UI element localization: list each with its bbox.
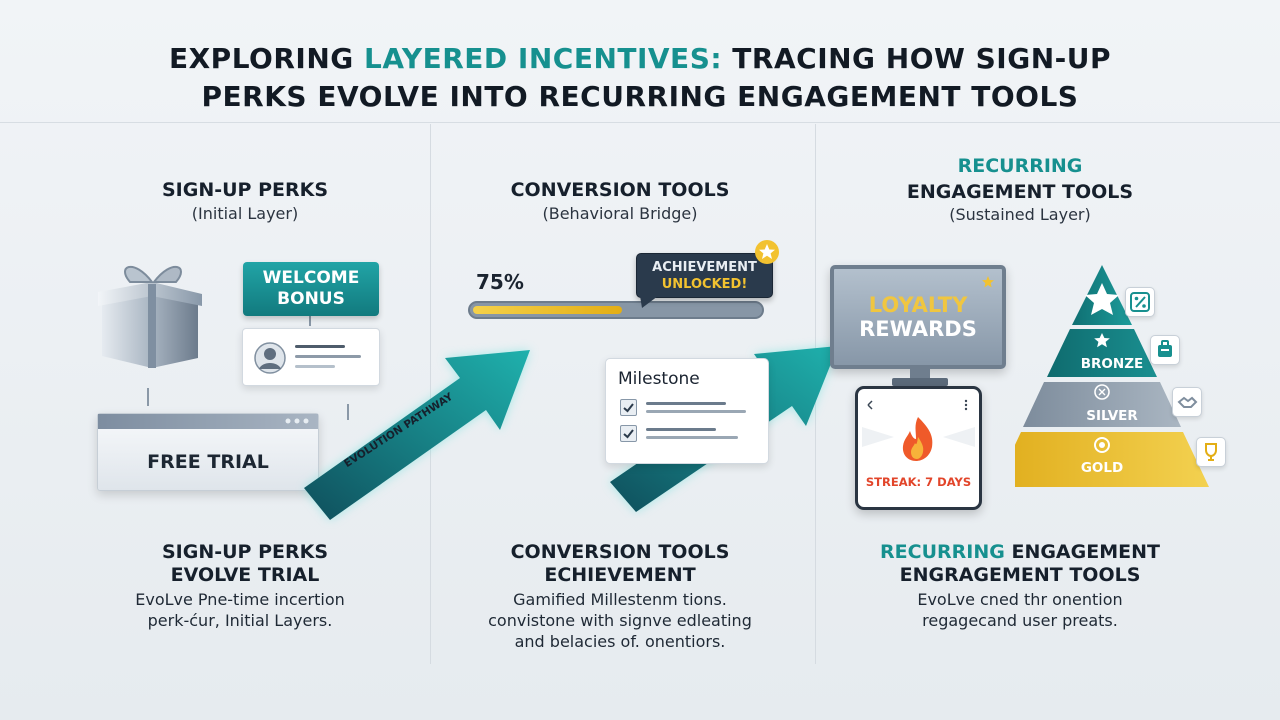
tier-bronze — [1047, 329, 1157, 377]
milestone-line — [646, 410, 746, 413]
loyalty-rewards-screen: LOYALTY REWARDS — [830, 265, 1006, 369]
connector-lines — [147, 316, 349, 420]
conversion-desc-line-2: convistone with signve edleating — [488, 611, 752, 630]
welcome-bonus-badge: WELCOME BONUS — [243, 262, 379, 316]
conversion-desc-line-3: and belacies of. onentiors. — [514, 632, 726, 651]
free-trial-window: FREE TRIAL — [97, 413, 319, 491]
signup-desc-accent: EVOLVE TRIAL — [170, 564, 320, 586]
flame-icon — [902, 417, 933, 461]
tier-gold-label: GOLD — [1080, 460, 1124, 476]
streak-label: STREAK: 7 DAYS — [865, 475, 972, 489]
welcome-bonus-line-1: WELCOME — [262, 268, 360, 288]
tier-gold — [1015, 432, 1209, 487]
loyalty-line-1: LOYALTY — [868, 293, 968, 317]
recurring-desc-line-2: regagecand user preats. — [922, 611, 1118, 630]
star-icon — [755, 240, 779, 264]
page-title: EXPLORING LAYERED INCENTIVES: TRACING HO… — [40, 40, 1240, 116]
recurring-heading: ENGAGEMENT TOOLS — [906, 181, 1134, 203]
conversion-subtitle: (Behavioral Bridge) — [542, 204, 698, 223]
milestone-line — [646, 402, 726, 405]
handshake-icon — [1172, 387, 1202, 417]
percent-icon — [1125, 287, 1155, 317]
title-line-2: PERKS EVOLVE INTO RECURRING ENGAGEMENT T… — [201, 80, 1079, 113]
recurring-desc-head-accent: RECURRING — [880, 541, 1005, 563]
profile-card — [242, 328, 380, 386]
conversion-desc-accent: ECHIEVEMENT — [544, 564, 696, 586]
conversion-desc-head: CONVERSION TOOLS — [510, 541, 730, 563]
tier-silver-label: SILVER — [1086, 408, 1138, 424]
back-icon — [867, 400, 873, 410]
user-icon — [254, 342, 286, 374]
progress-percent: 75% — [476, 270, 524, 294]
star-icon — [982, 276, 994, 288]
evolution-arrow-1 — [304, 350, 530, 520]
achievement-bubble: ACHIEVEMENT UNLOCKED! — [636, 253, 773, 298]
progress-fill — [473, 306, 622, 314]
tier-pyramid — [1015, 265, 1209, 487]
tier-silver — [1023, 382, 1181, 427]
tag-icon — [1150, 335, 1180, 365]
recurring-desc-head-text: ENGAGEMENT — [1004, 541, 1160, 563]
recurring-desc-accent: ENGRAGEMENT TOOLS — [899, 564, 1141, 586]
milestone-line — [646, 428, 716, 431]
title-line-1: EXPLORING LAYERED INCENTIVES: TRACING HO… — [168, 42, 1112, 75]
loyalty-line-2: REWARDS — [859, 317, 977, 341]
check-icon — [620, 425, 637, 442]
signup-desc-line-2: perk-ćur, Initial Layers. — [147, 611, 333, 630]
milestone-card: Milestone — [605, 358, 769, 464]
free-trial-label: FREE TRIAL — [147, 451, 269, 473]
recurring-subtitle: (Sustained Layer) — [949, 205, 1091, 224]
window-titlebar — [98, 414, 318, 429]
conversion-heading: CONVERSION TOOLS — [510, 179, 730, 201]
check-icon — [620, 399, 637, 416]
milestone-title: Milestone — [618, 369, 700, 389]
recurring-heading-accent: RECURRING — [957, 155, 1083, 177]
achievement-line-1: ACHIEVEMENT — [652, 260, 757, 275]
column-divider-1 — [430, 124, 431, 664]
signup-heading: SIGN-UP PERKS — [161, 179, 329, 201]
phone-streak: STREAK: 7 DAYS — [855, 386, 982, 510]
trophy-icon — [1196, 437, 1226, 467]
header-divider — [0, 122, 1280, 123]
monitor-stand — [892, 368, 948, 386]
conversion-desc-line-1: Gamified Millestenm tions. — [513, 590, 727, 609]
recurring-desc-head: RECURRING ENGAGEMENT — [850, 541, 1190, 564]
signup-subtitle: (Initial Layer) — [191, 204, 299, 223]
progress-bar — [468, 301, 764, 319]
recurring-desc-line-1: EvoLve cned thr onention — [917, 590, 1123, 609]
gift-icon — [94, 262, 204, 368]
welcome-bonus-line-2: BONUS — [277, 289, 345, 309]
achievement-line-2: UNLOCKED! — [661, 277, 748, 292]
tier-bronze-label: BRONZE — [1080, 356, 1144, 372]
signup-desc-head: SIGN-UP PERKS — [161, 541, 329, 563]
bubble-tail — [640, 296, 658, 308]
signup-desc-line-1: EvoLve Pne-time incertion — [135, 590, 345, 609]
milestone-line — [646, 436, 738, 439]
